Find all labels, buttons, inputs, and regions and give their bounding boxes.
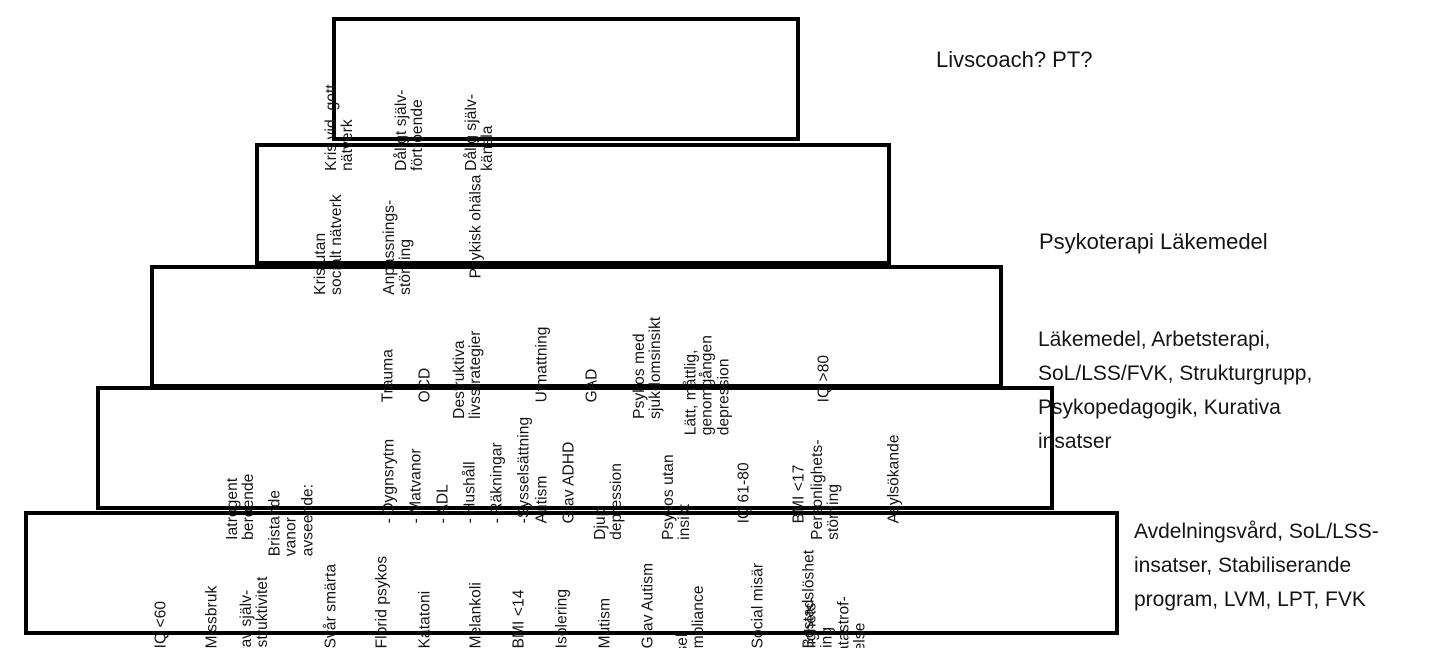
tier5-label-5: Katatoni [416,590,434,648]
tier2-label-2: Psykisk ohälsa [467,174,485,279]
tier5-label-12: Social misär [749,562,767,648]
tier4-label-0: Iatrogent beroende [224,473,258,540]
tier2-label-0: Kris utan socialt nätverk [312,194,346,295]
tier1-label-2: Dålig själv- känsla [463,93,497,171]
tier5-label-9: Mutism [596,597,614,648]
tier4-label-1: Bristande vanor avseende: [266,483,317,557]
tier4-label-8: Autism [533,475,551,524]
annotation-level-1: Livscoach? PT? [936,47,1093,72]
tier4-label-9: Grav ADHD [560,441,578,524]
tier4-label-3: - Matvanor [407,448,425,524]
tier4-label-14: Personlighets- störning [809,439,843,540]
tier2-label-1: Anpassnings- störning [381,199,415,295]
tier5-label-6: Melankoli [467,582,485,648]
tier-4-box [96,386,1054,510]
tier4-label-6: - Räkningar [488,442,506,524]
tier4-label-13: BMI <17 [790,464,808,524]
tier3-label-ocd: OCD [416,367,434,403]
tier3-label-utmattning: Utmattning [533,326,551,403]
tier4-label-10: Djup depression [592,463,626,540]
tier5-label-7: BMI <14 [510,589,528,648]
tier5-label-11: Usel compliance [674,585,708,648]
tier4-label-2: - Dygnsrytm [380,438,398,524]
tier5-label-2: Grav själv- destruktivitet [238,576,272,648]
tier3-label-gad: GAD [583,368,601,403]
tier5-label-3: Svår smärta [322,563,340,648]
annotation-level-3: Läkemedel, Arbetsterapi, SoL/LSS/FVK, St… [1038,328,1313,454]
tier1-label-0: Kris vid gott nätverk [323,84,357,171]
tier5-label-14: Personlighets- förändring efter katastro… [802,596,868,648]
tier3-label-depression: Lätt, måttlig, genomgången depression [682,335,733,436]
tier3-label-iq80: IQ >80 [815,354,833,403]
tier3-label-psykos-insikt: Psykos med sjukdomsinsikt [631,316,665,419]
tier1-label-1: Dåligt själv- förtroende [393,89,427,171]
tier5-label-8: Isolering [553,588,571,648]
tier4-label-12: IQ 61-80 [735,462,753,524]
tier4-label-7: -Sysselsättning [515,416,533,524]
tier5-label-0: IQ <60 [152,600,170,648]
tier5-label-1: Missbruk [203,585,221,648]
tier3-label-trauma: Trauma [379,348,397,403]
tier4-label-15: Asylsökande [885,434,903,524]
tier-2-box [255,143,891,265]
tier4-label-4: - ADL [434,484,452,524]
annotation-level-5: Avdelningsvård, SoL/LSS- insatser, Stabi… [1134,520,1379,612]
annotation-level-2: Psykoterapi Läkemedel [1039,229,1268,254]
tier-1-top-box [332,17,800,141]
tier-3-box [150,265,1003,388]
tier-5-base-box [24,511,1119,635]
tier5-label-10: Grav Autism [639,562,657,648]
tier5-label-4: Florid psykos [373,555,391,648]
tier3-label-destruktiva: Destruktiva livsstrategier [451,330,485,419]
tier4-label-11: Psykos utan insikt [660,454,694,540]
tier4-label-5: - Hushåll [461,461,479,524]
